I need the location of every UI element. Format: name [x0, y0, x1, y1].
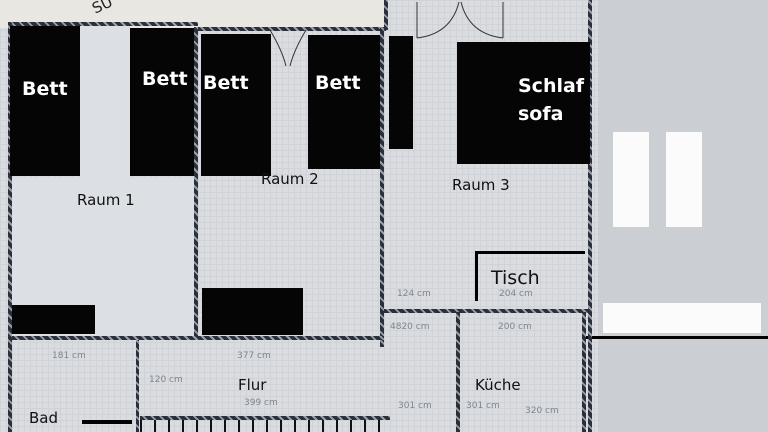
stairs	[140, 420, 380, 432]
wall	[582, 312, 586, 432]
double-door-icon	[416, 1, 504, 39]
bed: Bett	[308, 35, 380, 169]
dimension-label: 120 cm	[149, 375, 183, 385]
room-label: Bad	[29, 409, 59, 427]
wall	[194, 27, 198, 337]
wall	[140, 416, 390, 420]
dimension-label: 320 cm	[525, 406, 559, 416]
table-label: Tisch	[491, 267, 540, 289]
room-label: Küche	[475, 376, 521, 394]
bed: Bett	[10, 26, 80, 176]
table-line	[475, 251, 478, 301]
dimension-label: 204 cm	[499, 289, 533, 299]
wall	[384, 0, 388, 30]
wall	[384, 309, 588, 313]
table-line	[475, 251, 585, 254]
door-icon	[269, 29, 307, 67]
dimension-label: 200 cm	[498, 322, 532, 332]
wall	[456, 312, 460, 432]
wall	[198, 27, 386, 31]
cabinet	[12, 305, 95, 334]
outer-line	[585, 336, 768, 339]
room-label: Raum 3	[452, 176, 510, 194]
bath-fixture	[82, 420, 132, 424]
dimension-label: 124 cm	[397, 289, 431, 299]
dimension-label: 301 cm	[398, 401, 432, 411]
dimension-label: 399 cm	[244, 398, 278, 408]
wall	[136, 340, 139, 432]
wall	[12, 336, 384, 340]
cabinet	[202, 288, 303, 335]
panel-block	[666, 132, 702, 227]
wall	[8, 22, 198, 26]
panel-block	[613, 132, 649, 227]
wall	[588, 0, 592, 432]
wall	[380, 27, 384, 347]
dimension-label: 377 cm	[237, 351, 271, 361]
dimension-label: 181 cm	[52, 351, 86, 361]
room-label: Raum 1	[77, 191, 135, 209]
dimension-label: 301 cm	[466, 401, 500, 411]
dimension-label: 4820 cm	[390, 322, 430, 332]
panel-bar	[603, 303, 761, 333]
wardrobe	[389, 36, 413, 149]
bed: Bett	[201, 34, 271, 176]
bed: Bett	[130, 28, 194, 176]
room-label: Raum 2	[261, 170, 319, 188]
room-label: Flur	[238, 376, 267, 394]
wall	[8, 22, 12, 432]
raum1-floor	[80, 26, 130, 178]
